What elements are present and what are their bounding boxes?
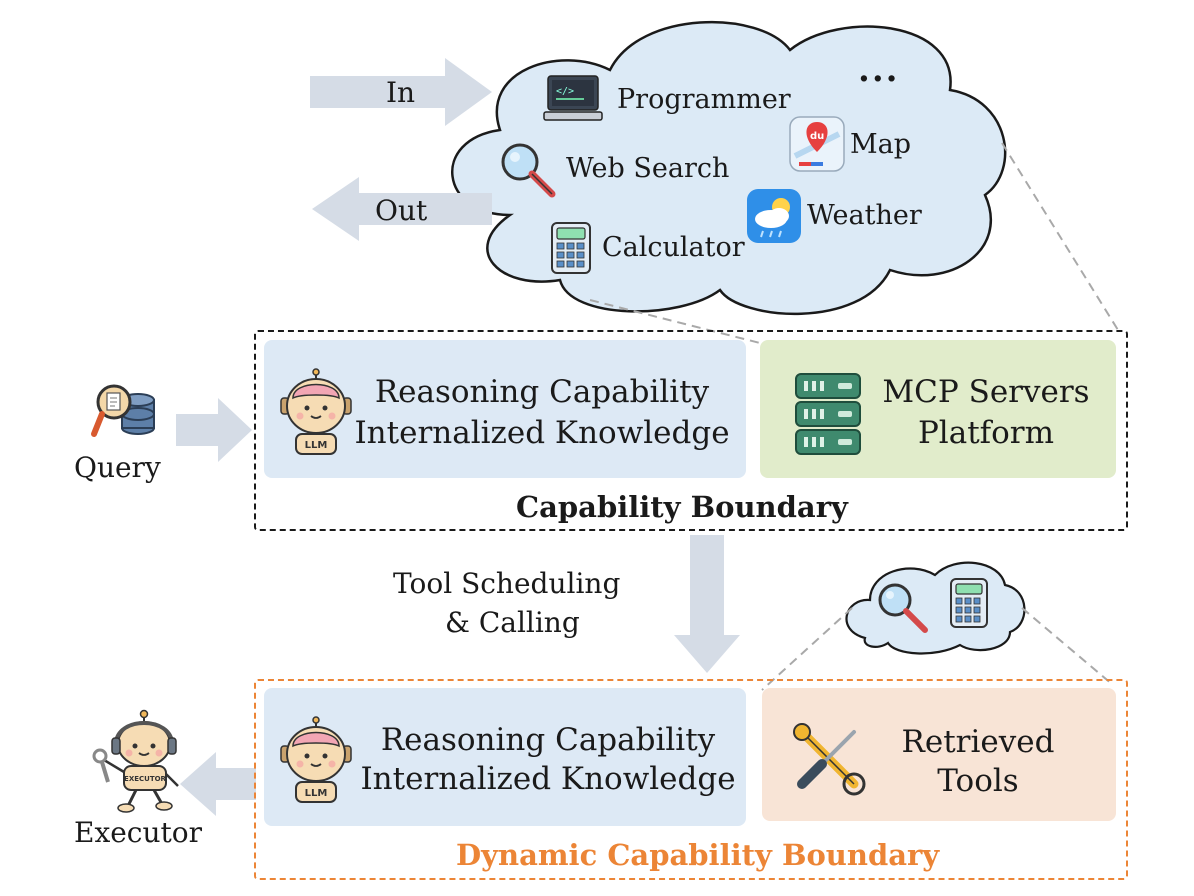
down-arrow	[674, 535, 740, 673]
mcp-line1: MCP Servers	[882, 374, 1090, 410]
llm-robot-icon: LLM	[280, 368, 352, 455]
server-icon	[795, 373, 861, 455]
query-label: Query	[74, 451, 161, 484]
query-database-icon	[91, 384, 155, 437]
dyn-llm-line1: Reasoning Capability	[380, 722, 716, 758]
tool-map: Map	[850, 129, 912, 160]
llm-badge: LLM	[305, 440, 328, 451]
capability-boundary	[254, 330, 1128, 531]
in-arrow	[310, 58, 492, 126]
svg-text:</>: </>	[556, 86, 574, 97]
scheduling-line1: Tool Scheduling	[393, 567, 621, 600]
scheduling-line2: & Calling	[445, 606, 580, 639]
tool-web-search: Web Search	[566, 153, 730, 184]
in-label: In	[386, 76, 416, 109]
query-arrow	[176, 398, 252, 462]
cap-llm-line1: Reasoning Capability	[374, 374, 710, 410]
dyn-llm-line2: Internalized Knowledge	[360, 761, 736, 797]
small-calculator-icon	[950, 578, 988, 628]
magnifier-icon	[501, 143, 556, 198]
llm-robot-icon-bottom: LLM	[280, 716, 352, 803]
retrieved-line2: Tools	[937, 763, 1019, 799]
llm-badge-bottom: LLM	[305, 788, 328, 799]
wrench-screwdriver-icon	[793, 723, 866, 796]
calculator-icon	[551, 222, 591, 274]
cap-llm-line2: Internalized Knowledge	[354, 415, 730, 451]
tool-calculator: Calculator	[602, 232, 745, 263]
executor-robot-icon: EXECUTOR	[92, 709, 179, 813]
executor-badge: EXECUTOR	[124, 775, 167, 783]
retrieved-line1: Retrieved	[901, 724, 1055, 760]
out-label: Out	[375, 194, 428, 227]
executor-label: Executor	[74, 816, 203, 849]
executor-arrow	[180, 752, 256, 816]
small-magnifier-icon	[878, 583, 928, 633]
capability-boundary-label: Capability Boundary	[516, 490, 848, 524]
mcp-line2: Platform	[917, 415, 1055, 451]
dynamic-boundary	[254, 679, 1128, 880]
map-logo-text: du	[810, 131, 824, 142]
tool-programmer: Programmer	[617, 84, 791, 115]
weather-icon	[747, 189, 801, 243]
out-arrow	[312, 177, 492, 241]
tool-weather: Weather	[807, 200, 922, 231]
ellipsis: ...	[858, 50, 900, 90]
laptop-code-icon: </>	[543, 75, 603, 121]
dynamic-boundary-label: Dynamic Capability Boundary	[456, 838, 940, 872]
map-icon: du	[789, 116, 845, 172]
